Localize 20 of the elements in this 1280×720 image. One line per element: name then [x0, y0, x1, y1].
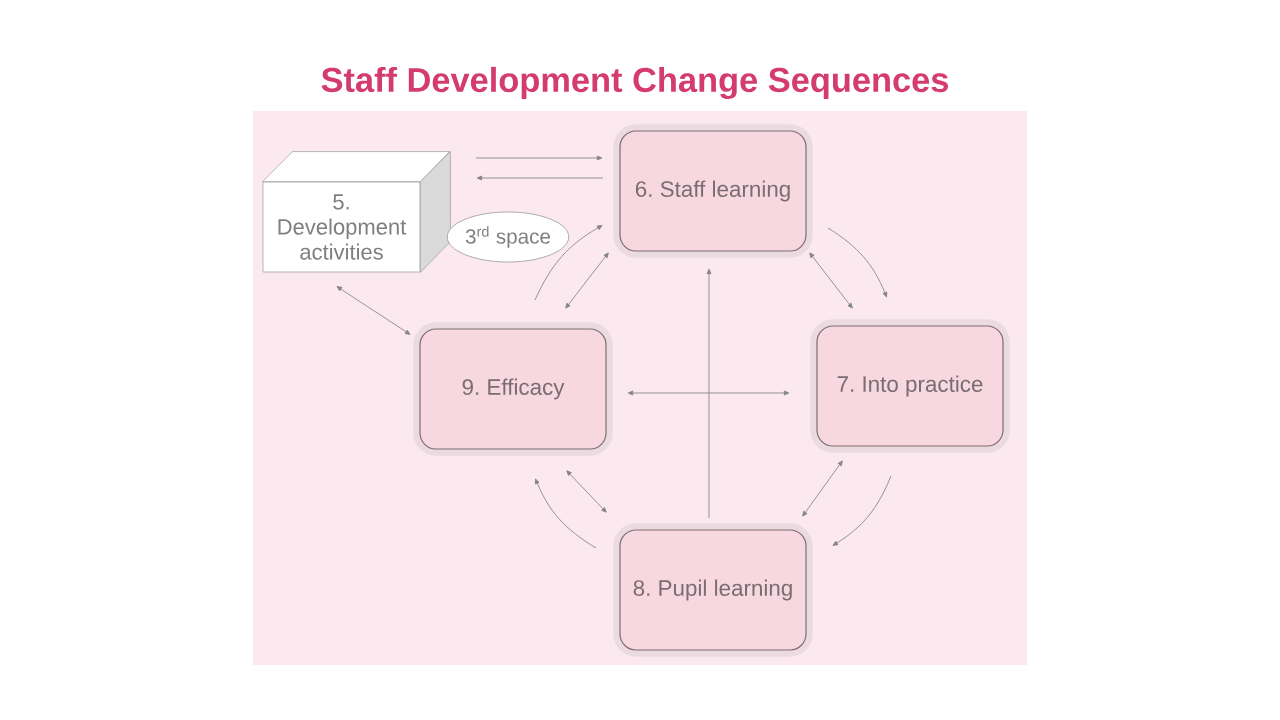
- rounded-box: 6. Staff learning: [613, 124, 813, 258]
- double-arrow: [566, 470, 607, 513]
- cube-box: 5. Development activities: [262, 151, 451, 273]
- title: Staff Development Change Sequences: [321, 66, 948, 100]
- curved-arrow: [827, 227, 888, 298]
- oval: 3$^{rd}$ space: [446, 211, 570, 263]
- curved-arrow: [534, 478, 597, 549]
- double-arrow: [627, 390, 790, 396]
- arrow: [706, 268, 712, 519]
- double-arrow: [565, 252, 609, 309]
- arrow: [476, 175, 604, 181]
- arrow: [475, 155, 603, 161]
- rounded-box: 7. Into practice: [810, 319, 1010, 453]
- curved-arrow: [832, 475, 892, 546]
- rounded-box: 9. Efficacy: [413, 322, 613, 456]
- rounded-box: 8. Pupil learning: [613, 523, 813, 657]
- curved-arrow: [534, 225, 603, 301]
- double-arrow: [802, 460, 843, 517]
- double-arrow: [809, 252, 853, 309]
- double-arrow: [336, 286, 411, 335]
